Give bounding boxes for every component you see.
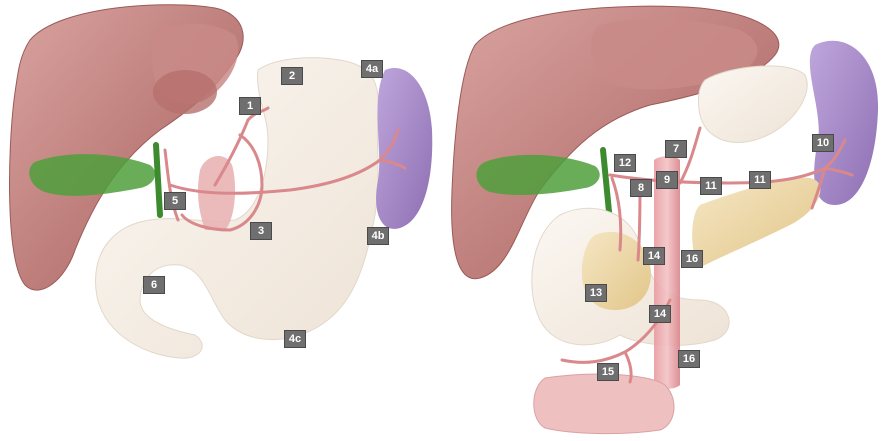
node-label-12: 12 xyxy=(614,154,636,172)
node-label-4b: 4b xyxy=(367,227,389,245)
node-label-2: 2 xyxy=(281,67,303,85)
node-label-3: 3 xyxy=(250,222,272,240)
node-label-11b: 11 xyxy=(749,171,771,189)
node-label-1: 1 xyxy=(239,97,261,115)
node-label-10: 10 xyxy=(812,134,834,152)
node-label-6: 6 xyxy=(143,276,165,294)
node-label-16a: 16 xyxy=(681,250,703,268)
node-label-5: 5 xyxy=(164,192,186,210)
node-label-8: 8 xyxy=(630,179,652,197)
node-label-7: 7 xyxy=(665,140,687,158)
node-label-14a: 14 xyxy=(643,247,665,265)
node-label-16b: 16 xyxy=(678,350,700,368)
node-label-9: 9 xyxy=(656,171,678,189)
node-label-13: 13 xyxy=(585,284,607,302)
node-label-11a: 11 xyxy=(700,177,722,195)
node-label-14b: 14 xyxy=(649,305,671,323)
node-label-4a: 4a xyxy=(361,60,383,78)
node-label-4c: 4c xyxy=(284,330,306,348)
node-label-15: 15 xyxy=(597,363,619,381)
